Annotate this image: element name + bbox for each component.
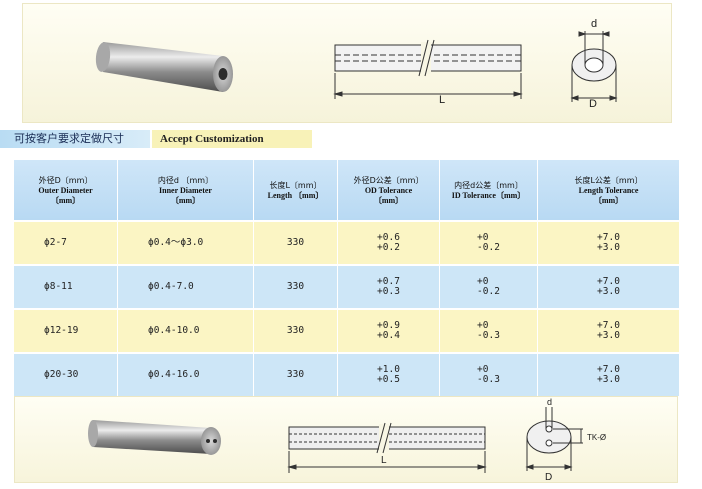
product-drawing-svg: L d D xyxy=(95,18,618,110)
outer-diameter-label: D xyxy=(545,472,552,483)
side-view-drawing xyxy=(287,422,487,473)
banner-chinese-text: 可按客户要求定做尺寸 xyxy=(0,130,150,148)
length-cell: 330 xyxy=(254,220,338,264)
end-view-drawing xyxy=(570,31,618,102)
header-od-tolerance: 外径D公差〔mm〕 OD Tolerance 〔mm〕 xyxy=(338,160,440,220)
end-view-drawing xyxy=(525,407,583,471)
specification-table: 外径D〔mm〕 Outer Diameter 〔mm〕 内径d 〔mm〕 Inn… xyxy=(14,160,680,396)
product-drawing-panel-single-hole: L d D xyxy=(22,3,672,123)
carbide-rod-two-holes-3d-icon xyxy=(88,420,221,455)
header-id-tolerance: 内径d公差〔mm〕 ID Tolerance〔mm〕 xyxy=(440,160,538,220)
id-tolerance-cell: +0-0.3 xyxy=(440,352,538,396)
header-inner-diameter: 内径d 〔mm〕 Inner Diameter 〔mm〕 xyxy=(118,160,254,220)
tk-label: TK-Ø xyxy=(587,433,606,442)
table-row: ϕ20-30 ϕ0.4-16.0 330 +1.0+0.5 +0-0.3 +7.… xyxy=(14,352,680,396)
length-label: L xyxy=(381,455,387,466)
id-cell: ϕ0.4-10.0 xyxy=(118,308,254,352)
length-tolerance-cell: +7.0+3.0 xyxy=(538,352,680,396)
length-tolerance-cell: +7.0+3.0 xyxy=(538,220,680,264)
length-tolerance-cell: +7.0+3.0 xyxy=(538,308,680,352)
od-tolerance-cell: +0.7+0.3 xyxy=(338,264,440,308)
inner-diameter-label: d xyxy=(591,18,597,30)
table-row: ϕ12-19 ϕ0.4-10.0 330 +0.9+0.4 +0-0.3 +7.… xyxy=(14,308,680,352)
length-cell: 330 xyxy=(254,264,338,308)
header-outer-diameter: 外径D〔mm〕 Outer Diameter 〔mm〕 xyxy=(14,160,118,220)
id-tolerance-cell: +0-0.3 xyxy=(440,308,538,352)
id-cell: ϕ0.4-16.0 xyxy=(118,352,254,396)
length-label: L xyxy=(439,94,445,106)
od-tolerance-cell: +1.0+0.5 xyxy=(338,352,440,396)
carbide-rod-3d-icon xyxy=(95,42,233,92)
id-tolerance-cell: +0-0.2 xyxy=(440,220,538,264)
id-cell: ϕ0.4-7.0 xyxy=(118,264,254,308)
length-tolerance-cell: +7.0+3.0 xyxy=(538,264,680,308)
length-cell: 330 xyxy=(254,308,338,352)
id-tolerance-cell: +0-0.2 xyxy=(440,264,538,308)
header-length: 长度L〔mm〕 Length 〔mm〕 xyxy=(254,160,338,220)
od-cell: ϕ8-11 xyxy=(14,264,118,308)
od-cell: ϕ20-30 xyxy=(14,352,118,396)
header-length-tolerance: 长度L公差〔mm〕 Length Tolerance 〔mm〕 xyxy=(538,160,680,220)
product-drawing-panel-two-holes: L d D TK-Ø xyxy=(14,396,678,483)
customization-banner: 可按客户要求定做尺寸 Accept Customization xyxy=(0,130,702,148)
table-row: ϕ8-11 ϕ0.4-7.0 330 +0.7+0.3 +0-0.2 +7.0+… xyxy=(14,264,680,308)
table-row: ϕ2-7 ϕ0.4～ϕ3.0 330 +0.6+0.2 +0-0.2 +7.0+… xyxy=(14,220,680,264)
od-tolerance-cell: +0.6+0.2 xyxy=(338,220,440,264)
od-cell: ϕ12-19 xyxy=(14,308,118,352)
product-drawing-svg: L d D TK-Ø xyxy=(88,397,606,483)
length-cell: 330 xyxy=(254,352,338,396)
side-view-drawing xyxy=(333,39,523,99)
outer-diameter-label: D xyxy=(589,98,597,110)
table-header-row: 外径D〔mm〕 Outer Diameter 〔mm〕 内径d 〔mm〕 Inn… xyxy=(14,160,680,220)
od-cell: ϕ2-7 xyxy=(14,220,118,264)
banner-english-text: Accept Customization xyxy=(152,130,312,148)
od-tolerance-cell: +0.9+0.4 xyxy=(338,308,440,352)
inner-diameter-label: d xyxy=(547,397,552,407)
id-cell: ϕ0.4～ϕ3.0 xyxy=(118,220,254,264)
